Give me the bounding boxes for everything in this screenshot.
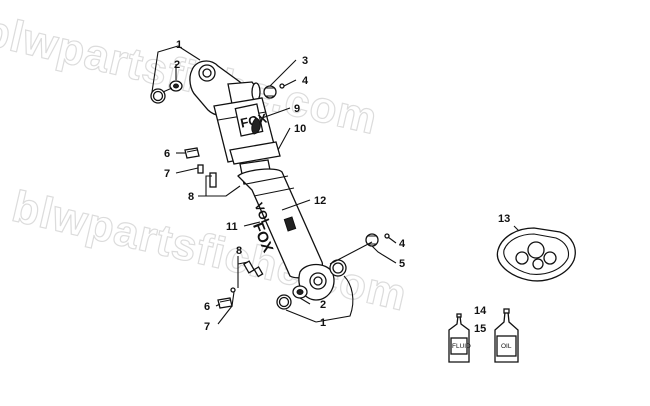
decal-circle-3 [543, 251, 557, 265]
leader-4-lower [387, 236, 397, 244]
callout-6-top: 6 [164, 148, 170, 160]
callout-3: 3 [302, 55, 308, 67]
main-body-band-2 [253, 187, 295, 197]
callout-11: 11 [226, 221, 238, 233]
leader-1-lower [285, 275, 354, 323]
callout-9: 9 [294, 103, 300, 115]
fluid-bottle-label-box [450, 337, 468, 355]
decal-circle-2 [515, 251, 529, 265]
leader-7-lower [217, 291, 235, 325]
decal-sheet [496, 227, 576, 282]
callout-8-top: 8 [188, 191, 194, 203]
main-body [237, 168, 323, 279]
valve-core-lower [253, 266, 264, 278]
bushing-top-hole [173, 83, 179, 89]
callout-5: 5 [399, 258, 405, 270]
decal-sheet-inner [503, 233, 570, 275]
callout-7-top: 7 [164, 168, 170, 180]
decal-black-mark [283, 216, 297, 232]
leader-1-top [151, 45, 179, 93]
callout-4-lower: 4 [399, 238, 406, 250]
nut-upper-line [186, 149, 198, 153]
leader-1-top-b [177, 45, 201, 61]
shock-absorber: FOX FOX VOL [189, 60, 335, 301]
callout-2-lower: 2 [320, 299, 326, 311]
leader-10 [277, 127, 291, 151]
oil-bottle: OIL [494, 308, 519, 363]
callout-4-top: 4 [302, 75, 309, 87]
callout-14: 14 [474, 305, 487, 317]
bushing-lower-hole [296, 289, 304, 295]
leader-2-lower [299, 297, 311, 305]
leader-8-top [198, 175, 241, 197]
leader-11 [243, 221, 261, 227]
leader-6-lower [215, 303, 221, 307]
callout-7-lower: 7 [204, 321, 210, 333]
ball-top [279, 83, 285, 89]
fluid-bottle-tip [456, 313, 462, 318]
callout-13: 13 [498, 213, 510, 225]
valve-cap-lower [230, 287, 236, 293]
fluid-bottle-label: FLUID [452, 343, 471, 350]
leader-cap-shaft [329, 241, 373, 265]
fox-tail-mark [251, 117, 261, 135]
hardware-parts [150, 80, 390, 310]
nut-lower-line [219, 299, 231, 303]
callout-10: 10 [294, 123, 306, 135]
decal-circle-4 [532, 258, 544, 270]
cap-top-knurl [265, 87, 275, 97]
callout-2-top: 2 [174, 59, 180, 71]
watermark-middle: blwpartsfiche.com [8, 182, 412, 320]
callout-1-top: 1 [176, 39, 182, 51]
decal-circle-1 [527, 241, 545, 259]
leader-5 [371, 245, 397, 264]
oil-bottle-tip [503, 308, 510, 314]
leader-12 [281, 199, 311, 211]
leader-4-top [283, 79, 297, 87]
top-eye-inner [202, 68, 212, 78]
fluid-bottle: FLUID [448, 313, 471, 363]
watermark-group: blwpartsfiche.com blwpartsfiche.com [0, 5, 412, 321]
bottom-eye-inner [313, 276, 323, 286]
o-ring-lower-right-inner [332, 262, 344, 274]
bushing-top-axis [162, 87, 173, 93]
main-body-band [245, 175, 289, 185]
callout-12: 12 [314, 195, 326, 207]
callout-labels: 1 2 3 4 9 10 6 7 8 12 11 13 4 5 8 2 6 1 … [164, 39, 510, 335]
spring-seat-ring [229, 141, 281, 165]
valve-core-upper [197, 164, 204, 174]
leader-9 [261, 107, 291, 119]
callout-15: 15 [474, 323, 486, 335]
o-ring-lower-inner [278, 296, 290, 308]
oil-bottle-label-box [496, 335, 517, 357]
leader-7-top [175, 167, 199, 174]
callout-8-lower: 8 [236, 245, 242, 257]
leader-3 [269, 59, 297, 87]
oil-bottle-label: OIL [501, 343, 512, 350]
o-ring-top-inner [152, 90, 164, 102]
callout-1-lower: 1 [320, 317, 326, 329]
valve-stem-upper [209, 172, 217, 188]
leader-8-lower [237, 256, 249, 288]
callout-6-lower: 6 [204, 301, 210, 313]
